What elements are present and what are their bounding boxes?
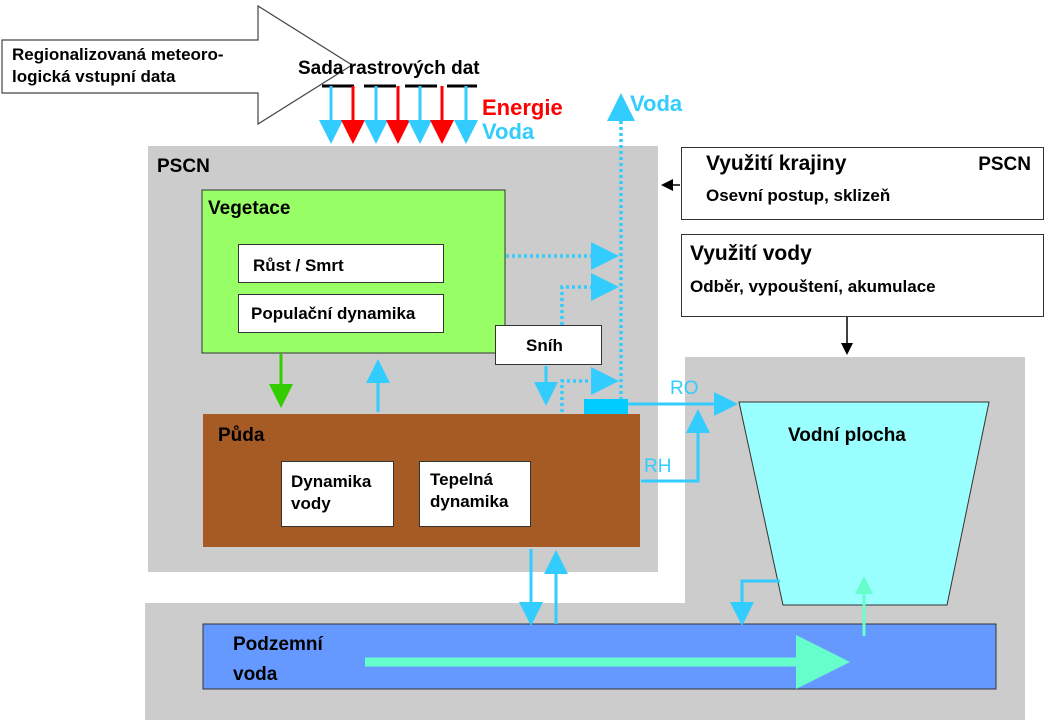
meteo-input-arrow [1,4,354,126]
ro-node [584,399,628,414]
raster-title: Sada rastrových dat [298,58,480,79]
pscn-label: PSCN [157,156,210,177]
ro-label: RO [670,378,699,399]
rh-arrow [641,409,710,483]
vodni-plocha-label: Vodní plocha [788,425,906,446]
rust-smrt-label: Růst / Smrt [253,256,344,275]
wateruse-title: Využití vody [690,242,812,265]
snih-box: Sníh [495,325,602,365]
puda-to-voda-arrow [560,367,619,412]
populacni-box: Populační dynamika [238,294,444,333]
landuse-subtitle: Osevní postup, sklizeň [706,186,891,205]
raster-arrows [319,86,478,144]
rh-label: RH [644,456,672,477]
voda-in-label: Voda [482,119,535,144]
voda-out-label: Voda [630,91,683,116]
lake-shape [738,401,990,606]
tepelna-label: Tepelná dynamika [430,470,509,511]
wateruse-box: Využití vody Odběr, vypouštení, akumulac… [681,234,1044,317]
landuse-pscn: PSCN [978,154,1031,175]
snih-to-voda-arrow [560,273,619,325]
wateruse-subtitle: Odběr, vypouštení, akumulace [690,277,936,296]
lake-to-ground-arrow [730,579,780,626]
landuse-title: Využití krajiny [706,152,847,175]
populacni-label: Populační dynamika [251,304,416,323]
dynamika-vody-label: Dynamika vody [291,472,372,513]
meteo-input-text: Regionalizovaná meteoro- logická vstupní… [12,45,224,86]
energie-label: Energie [482,95,563,120]
landuse-box: Využití krajiny PSCN Osevní postup, skli… [681,147,1044,220]
rust-smrt-box: Růst / Smrt [238,244,444,283]
dynamika-vody-box: Dynamika vody [281,461,394,527]
puda-title: Půda [218,425,265,446]
vegetace-title: Vegetace [208,198,291,219]
tepelna-box: Tepelná dynamika [419,461,531,527]
snih-label: Sníh [526,336,563,355]
podzemni-label: Podzemní voda [233,634,323,685]
